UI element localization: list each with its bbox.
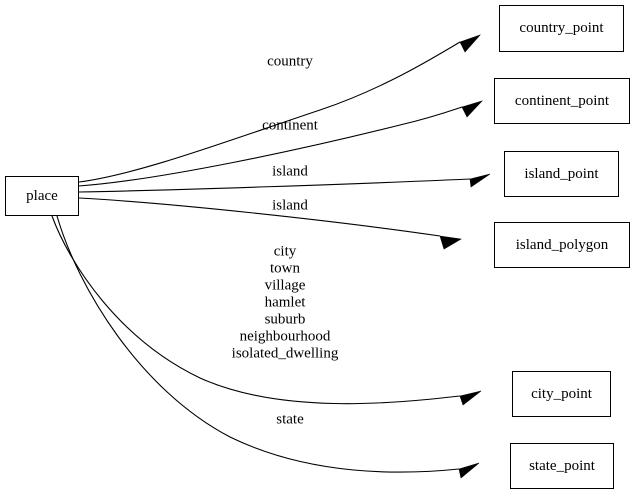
- node-continent_point[interactable]: continent_point: [494, 78, 630, 124]
- edge-place-city_point[interactable]: [51, 215, 482, 406]
- edge-line: [78, 41, 461, 183]
- node-island_polygon[interactable]: island_polygon: [494, 222, 630, 268]
- arrow-head-icon: [439, 235, 462, 250]
- node-island_point[interactable]: island_point: [504, 151, 619, 197]
- edge-line: [56, 215, 460, 473]
- arrow-head-icon: [458, 462, 480, 479]
- arrow-head-icon: [469, 173, 491, 188]
- node-place[interactable]: place: [5, 176, 79, 216]
- edge-line: [78, 178, 471, 193]
- node-label: country_point: [519, 20, 604, 36]
- edge-line: [78, 106, 463, 187]
- arrow-head-icon: [461, 100, 483, 118]
- node-label: place: [26, 187, 58, 204]
- node-label: state_point: [529, 457, 595, 474]
- edge-place-state_point[interactable]: [56, 215, 480, 479]
- edge-line: [51, 215, 461, 405]
- node-state_point[interactable]: state_point: [510, 443, 614, 489]
- edge-place-country_point[interactable]: [78, 34, 481, 183]
- edge-place-island_point[interactable]: [78, 173, 491, 193]
- node-label: island_point: [524, 165, 599, 182]
- edge-line: [78, 197, 441, 237]
- node-country_point[interactable]: country_point: [499, 5, 624, 52]
- edge-place-continent_point[interactable]: [78, 100, 483, 187]
- node-label: continent_point: [514, 92, 610, 109]
- arrow-head-icon: [459, 390, 482, 406]
- arrow-head-icon: [459, 34, 481, 53]
- node-city_point[interactable]: city_point: [512, 371, 611, 417]
- node-label: city_point: [531, 385, 592, 402]
- edge-place-island_polygon[interactable]: [78, 197, 462, 250]
- node-label: island_polygon: [515, 236, 609, 253]
